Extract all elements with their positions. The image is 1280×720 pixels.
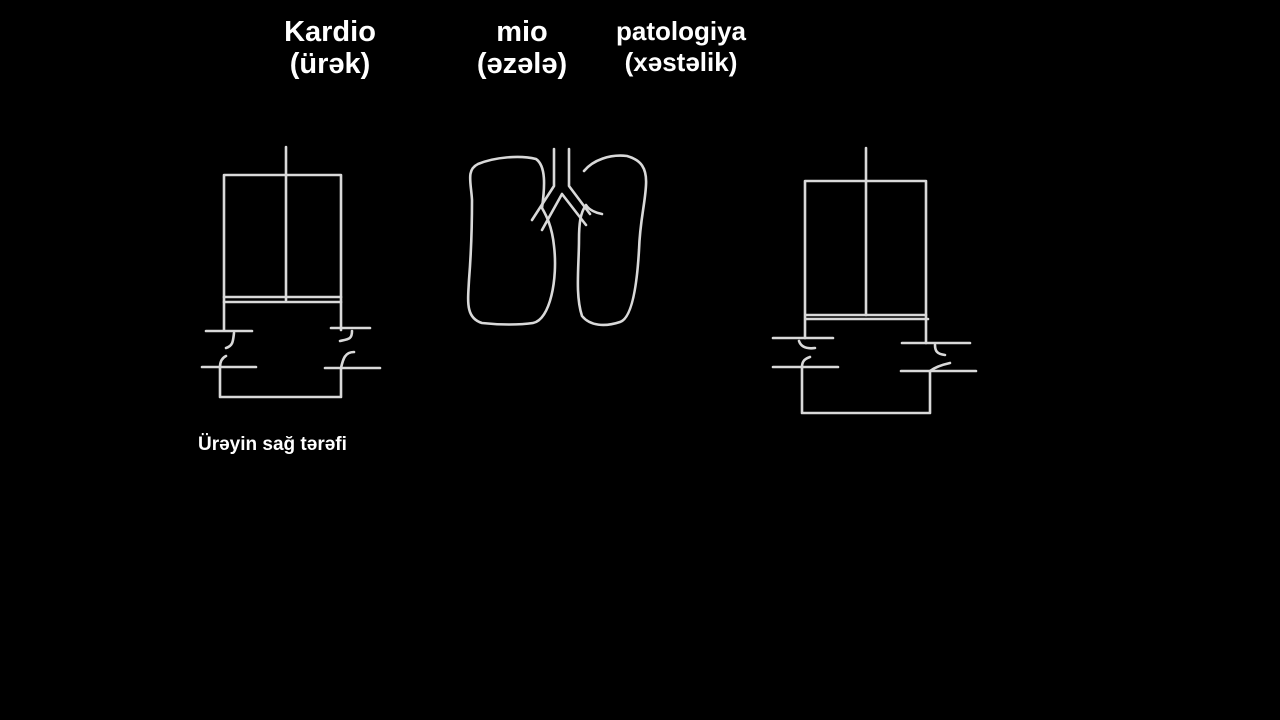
term-mio: mio (əzələ) xyxy=(462,16,582,80)
heart-left-valve-plane xyxy=(222,295,343,304)
heart-sketch-left xyxy=(200,145,382,399)
heart-left-loop xyxy=(218,365,343,399)
term-patologiya-meaning: (xəstəlik) xyxy=(624,47,738,77)
term-kardio-word: Kardio xyxy=(284,16,376,48)
heart-right-valve-plane xyxy=(804,313,930,321)
right-lung-icon xyxy=(576,154,648,327)
heart-right-loop xyxy=(800,365,932,415)
heart-left-valve-flaps xyxy=(200,326,382,370)
trachea-icon xyxy=(530,147,592,232)
term-kardio-meaning: (ürək) xyxy=(289,48,371,80)
term-patologiya-word: patologiya xyxy=(615,16,746,46)
term-mio-word: mio xyxy=(496,16,548,48)
term-patologiya: patologiya (xəstəlik) xyxy=(600,16,762,78)
term-kardio: Kardio (ürək) xyxy=(270,16,390,80)
term-mio-meaning: (əzələ) xyxy=(476,48,568,80)
left-lung-icon xyxy=(466,155,557,326)
heart-sketch-right xyxy=(771,146,978,415)
lungs-sketch xyxy=(466,147,648,327)
heart-right-valve-flaps xyxy=(771,336,978,373)
caption-heart-right-side: Ürəyin sağ tərəfi xyxy=(198,434,347,455)
heart-left-chambers xyxy=(222,173,343,332)
